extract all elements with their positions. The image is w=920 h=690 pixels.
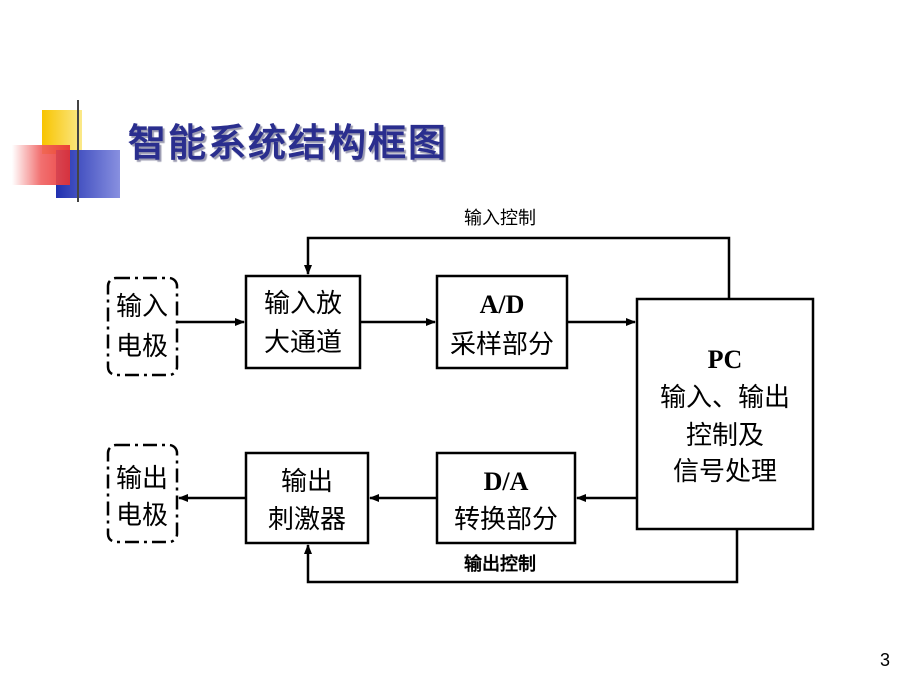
da-line1: D/A: [484, 467, 529, 496]
pc-line1: PC: [708, 345, 743, 374]
title-decoration: [12, 100, 600, 202]
output-electrode-line1: 输出: [116, 464, 168, 494]
output-stim-line1: 输出: [281, 467, 333, 497]
input-electrode-box: [106, 276, 179, 377]
input-amp-line2: 大通道: [264, 328, 342, 358]
input-electrode-line1: 输入: [116, 292, 168, 322]
output-control-loop: [304, 529, 739, 584]
pc-box: [635, 297, 815, 531]
input-control-label: 输入控制: [464, 208, 536, 229]
pc-line3: 控制及: [686, 421, 764, 451]
slide-title: 智能系统结构框图: [128, 121, 449, 165]
pc-line4: 信号处理: [673, 457, 777, 487]
output-stim-line2: 刺激器: [268, 505, 346, 535]
pc-line2: 输入、输出: [660, 383, 790, 413]
input-amp-line1: 输入放: [264, 289, 342, 319]
input-electrode-line2: 电极: [116, 332, 168, 362]
ad-line1: A/D: [480, 290, 525, 319]
ad-line2: 采样部分: [450, 330, 554, 360]
output-electrode-box: [106, 443, 179, 544]
output-electrode-line2: 电极: [116, 501, 168, 531]
deco-red-square: [12, 145, 70, 185]
input-control-loop: [304, 236, 731, 299]
output-control-label: 输出控制: [464, 553, 536, 575]
da-line2: 转换部分: [454, 505, 558, 535]
page-number: 3: [879, 650, 890, 670]
